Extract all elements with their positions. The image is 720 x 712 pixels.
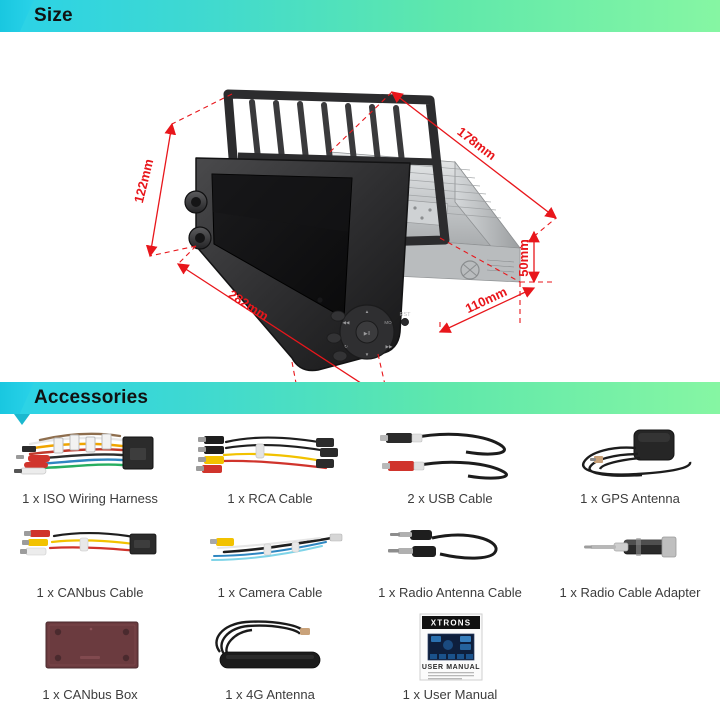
svg-text:▶II: ▶II (364, 331, 371, 337)
accessory-label: 1 x Radio Cable Adapter (559, 585, 701, 600)
svg-text:◀◀: ◀◀ (343, 320, 350, 325)
svg-text:▶▶: ▶▶ (386, 344, 393, 349)
svg-text:▼: ▼ (365, 352, 369, 357)
manual-title-text: USER MANUAL (422, 664, 480, 671)
accessory-label: 1 x CANbus Cable (36, 585, 144, 600)
accessories-section-banner: Accessories (0, 382, 720, 425)
accessory-item-canbus-box: 1 x CANbus Box (0, 610, 180, 712)
canbus-cable-icon (10, 516, 170, 578)
radio-cable-adapter-icon (550, 516, 710, 578)
dimension-50mm: 50mm (516, 230, 540, 284)
size-section-title: Size (34, 5, 73, 26)
accessories-grid: 1 x ISO Wiring Harness (0, 414, 720, 712)
banner-tab-shape-2 (14, 414, 30, 425)
dimension-122mm: 122mm (131, 122, 177, 258)
4g-antenna-icon (190, 610, 350, 680)
size-diagram-section: ▶II ▲ MO ◀◀ ▶▶ ↻ ▼ RST (0, 32, 720, 414)
iso-wiring-harness-icon (10, 422, 170, 484)
accessory-item-user-manual: XTRONS USER MANUAL (360, 610, 540, 712)
banner-notch-shape-2 (0, 382, 34, 414)
size-section-banner: Size (0, 0, 720, 43)
accessory-label: 1 x Camera Cable (217, 585, 323, 600)
dimension-label-110mm: 110mm (463, 284, 509, 316)
dimension-label-50mm: 50mm (516, 239, 531, 277)
accessory-label: 1 x CANbus Box (42, 687, 138, 702)
accessory-label: 1 x User Manual (402, 687, 498, 702)
accessory-item-iso-wiring-harness: 1 x ISO Wiring Harness (0, 422, 180, 516)
accessories-section-title: Accessories (34, 387, 149, 408)
radio-antenna-cable-icon (370, 516, 530, 578)
accessory-item-rca-cable: 1 x RCA Cable (180, 422, 360, 516)
dimension-label-122mm: 122mm (131, 157, 156, 204)
svg-text:↻: ↻ (344, 344, 348, 349)
accessory-item-canbus-cable: 1 x CANbus Cable (0, 516, 180, 610)
accessory-item-camera-cable: 1 x Camera Cable (180, 516, 360, 610)
manual-brand-text: XTRONS (431, 619, 472, 628)
accessories-row-2: 1 x CANbus Cable 1 x C (0, 516, 720, 610)
gps-antenna-icon (550, 422, 710, 484)
svg-text:MO: MO (384, 320, 392, 325)
banner-notch-shape (0, 0, 34, 32)
accessory-item-radio-cable-adapter: 1 x Radio Cable Adapter (540, 516, 720, 610)
reset-button-label: RST (400, 312, 412, 318)
accessory-label: 1 x ISO Wiring Harness (22, 491, 158, 506)
rca-cable-icon (190, 422, 350, 484)
accessory-item-usb-cable: 2 x USB Cable (360, 422, 540, 516)
canbus-box-icon (10, 610, 170, 680)
svg-text:▲: ▲ (365, 309, 369, 314)
accessory-label: 1 x GPS Antenna (580, 491, 680, 506)
stereo-front-bezel: ▶II ▲ MO ◀◀ ▶▶ ↻ ▼ RST (184, 157, 412, 372)
usb-cable-icon (370, 422, 530, 484)
car-stereo-dimension-diagram: ▶II ▲ MO ◀◀ ▶▶ ↻ ▼ RST (131, 89, 558, 405)
accessories-row-3: 1 x CANbus Box 1 x 4G Antenna (0, 610, 720, 712)
accessory-item-radio-antenna-cable: 1 x Radio Antenna Cable (360, 516, 540, 610)
accessory-label: 1 x 4G Antenna (225, 687, 315, 702)
accessory-item-empty (540, 610, 720, 712)
accessory-item-4g-antenna: 1 x 4G Antenna (180, 610, 360, 712)
user-manual-icon: XTRONS USER MANUAL (370, 610, 530, 681)
accessory-item-gps-antenna: 1 x GPS Antenna (540, 422, 720, 516)
accessories-row-1: 1 x ISO Wiring Harness (0, 422, 720, 516)
camera-cable-icon (190, 516, 350, 578)
accessory-label: 2 x USB Cable (407, 491, 493, 506)
accessory-label: 1 x Radio Antenna Cable (378, 585, 522, 600)
accessory-label: 1 x RCA Cable (227, 491, 313, 506)
